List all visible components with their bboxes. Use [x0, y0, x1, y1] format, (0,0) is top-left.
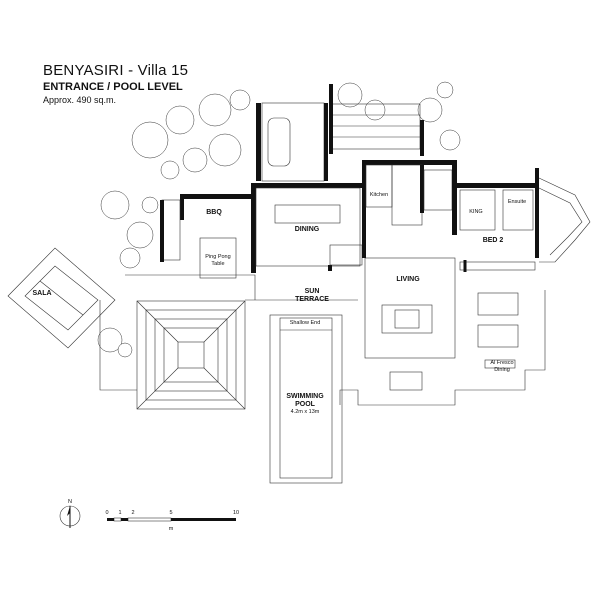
- room-labels: SALA BBQ Ping Pong Table DINING Kitchen …: [32, 192, 526, 415]
- dining-block: [251, 183, 366, 273]
- plan-area: Approx. 490 sq.m.: [43, 95, 117, 105]
- scale-tick-10: 10: [233, 510, 239, 516]
- label-pool-1: SWIMMING: [286, 393, 324, 400]
- label-ping-pong-1: Ping Pong: [205, 254, 230, 260]
- label-living: LIVING: [396, 276, 420, 283]
- scale-tick-5: 5: [169, 510, 172, 516]
- label-alfresco-1: Al Fresco: [490, 360, 513, 366]
- label-kitchen: Kitchen: [370, 192, 388, 198]
- plan-title: BENYASIRI - Villa 15: [43, 62, 189, 79]
- carport: [256, 102, 328, 182]
- label-ping-pong-2: Table: [211, 261, 224, 267]
- label-alfresco-2: Dining: [494, 367, 510, 373]
- label-pool-size: 4.2m x 13m: [291, 409, 320, 415]
- north-arrow: N: [59, 499, 81, 528]
- north-label: N: [68, 499, 72, 505]
- scale-bar: 0 1 2 5 10 m: [105, 510, 239, 532]
- label-bed2: BED 2: [483, 237, 504, 244]
- landscape-trees: [97, 81, 461, 358]
- bbq-room: [160, 194, 255, 279]
- pavilion-roof: [136, 300, 246, 410]
- label-bbq: BBQ: [206, 209, 222, 216]
- label-sala: SALA: [32, 290, 51, 297]
- label-sun-1: SUN: [305, 288, 320, 295]
- living-room: [362, 230, 456, 391]
- entrance-steps: [329, 84, 424, 156]
- label-pool-2: POOL: [295, 401, 316, 408]
- label-ensuite: Ensuite: [508, 199, 526, 205]
- scale-unit: m: [169, 526, 174, 532]
- kitchen-core: [362, 160, 457, 235]
- label-sun-2: TERRACE: [295, 296, 329, 303]
- scale-tick-0: 0: [105, 510, 108, 516]
- alfresco-furniture: [463, 260, 519, 369]
- swimming-pool: [269, 314, 343, 484]
- scale-tick-2: 2: [131, 510, 134, 516]
- label-dining: DINING: [295, 226, 320, 233]
- plan-subtitle: ENTRANCE / POOL LEVEL: [43, 81, 183, 93]
- bedroom-wing: [457, 168, 591, 271]
- terrace-outline: [99, 274, 546, 406]
- sala-deck: [7, 247, 116, 349]
- label-shallow-end: Shallow End: [290, 320, 321, 326]
- scale-tick-1: 1: [118, 510, 121, 516]
- label-king: KING: [469, 209, 482, 215]
